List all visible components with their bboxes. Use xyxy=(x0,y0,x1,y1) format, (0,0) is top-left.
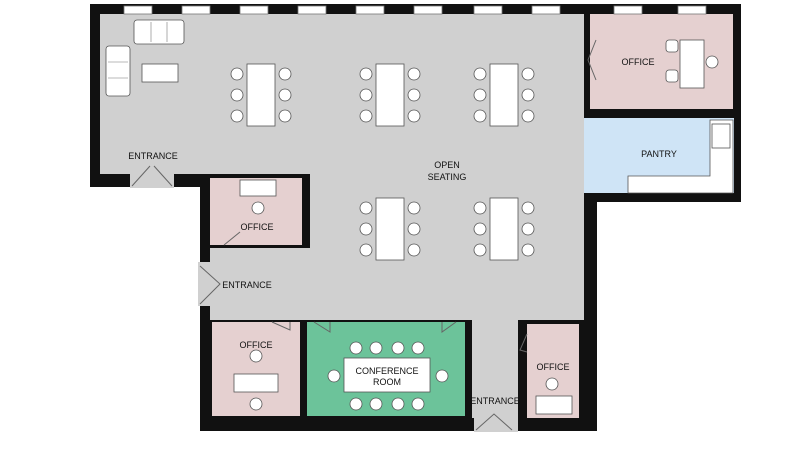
chair xyxy=(407,88,421,102)
pantry-counter xyxy=(627,119,734,194)
desk-cluster-5 xyxy=(489,197,519,261)
office-top-right-label: OFFICE xyxy=(622,57,655,67)
chair xyxy=(473,67,487,81)
chair xyxy=(473,222,487,236)
chair xyxy=(278,67,292,81)
office-bottom-right-label: OFFICE xyxy=(537,362,570,372)
chair xyxy=(359,67,373,81)
office-mid-left-furniture xyxy=(239,179,277,215)
chair xyxy=(521,243,535,257)
entrance-mid-label: ENTRANCE xyxy=(222,280,272,290)
desk-cluster-1 xyxy=(246,63,276,127)
chair xyxy=(278,109,292,123)
chair xyxy=(230,88,244,102)
windows xyxy=(123,5,707,15)
pantry-label: PANTRY xyxy=(641,149,677,159)
chair xyxy=(521,201,535,215)
open-seating-label-line1: OPEN xyxy=(434,160,460,170)
open-seating-floor xyxy=(100,14,584,418)
chair xyxy=(521,109,535,123)
open-seating-label-line2: SEATING xyxy=(428,172,467,182)
lounge-furniture xyxy=(105,19,185,97)
chair xyxy=(407,222,421,236)
chair xyxy=(473,201,487,215)
chair xyxy=(473,88,487,102)
chair xyxy=(407,201,421,215)
desk-cluster-3 xyxy=(489,63,519,127)
chair xyxy=(473,109,487,123)
office-top-right-furniture xyxy=(665,39,719,89)
conference-label-line2: ROOM xyxy=(373,377,401,387)
chair xyxy=(521,222,535,236)
desk-cluster-4 xyxy=(375,197,405,261)
chair xyxy=(230,109,244,123)
conference-furniture xyxy=(327,341,449,411)
desk-cluster-2 xyxy=(375,63,405,127)
entrance-left-label: ENTRANCE xyxy=(128,151,178,161)
chair xyxy=(230,67,244,81)
entrance-bottom-label: ENTRANCE xyxy=(470,396,520,406)
office-bottom-left-label: OFFICE xyxy=(240,340,273,350)
chair xyxy=(359,109,373,123)
office-mid-left-label: OFFICE xyxy=(241,222,274,232)
chair xyxy=(359,201,373,215)
chair xyxy=(407,243,421,257)
chair xyxy=(359,243,373,257)
conference-label-line1: CONFERENCE xyxy=(355,366,418,376)
chair xyxy=(359,88,373,102)
doors xyxy=(131,39,597,431)
chair xyxy=(407,67,421,81)
office-bottom-right-furniture xyxy=(535,377,573,415)
chair xyxy=(407,109,421,123)
chair xyxy=(278,88,292,102)
chair xyxy=(473,243,487,257)
chair xyxy=(521,67,535,81)
office-bottom-left-furniture xyxy=(233,349,279,411)
chair xyxy=(359,222,373,236)
open-seating-desks xyxy=(230,63,535,261)
chair xyxy=(521,88,535,102)
